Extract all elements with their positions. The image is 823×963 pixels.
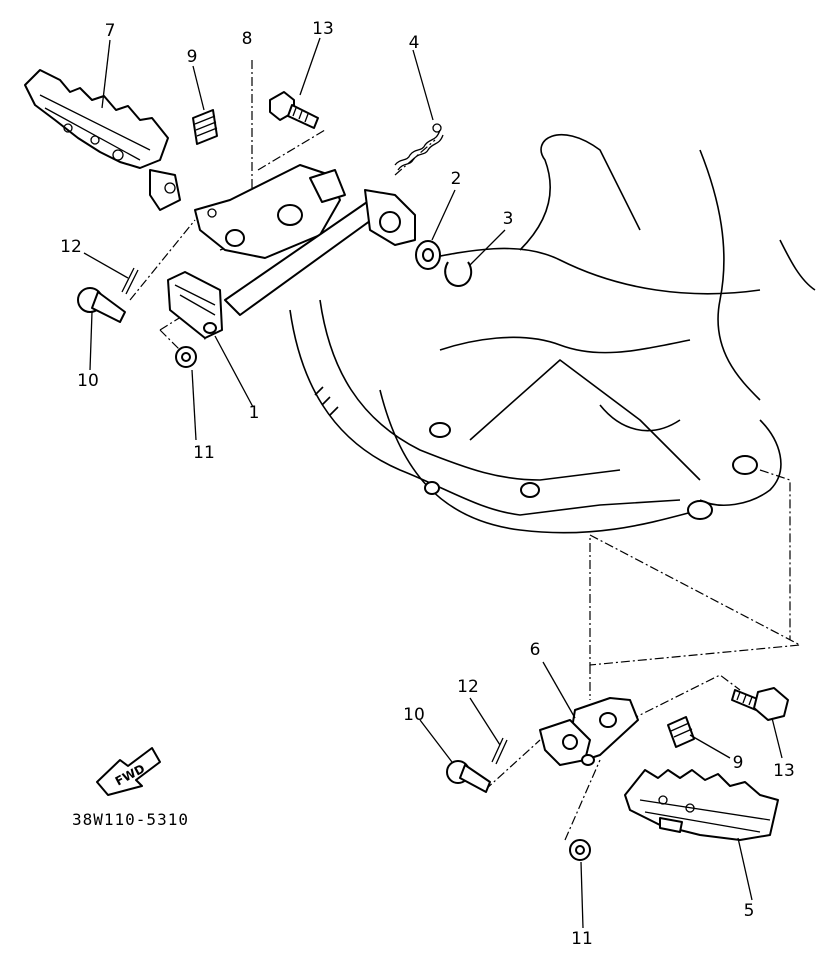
assembly-guide-lines <box>129 60 803 841</box>
callout-6: 6 <box>530 640 541 660</box>
footrest-bracket-left <box>194 164 346 259</box>
leader-lines <box>83 37 783 929</box>
callout-13-right: 13 <box>773 761 795 781</box>
callout-3: 3 <box>503 209 514 229</box>
circlip <box>444 261 473 287</box>
footrest-bracket-right <box>539 697 639 766</box>
callout-11-right: 11 <box>571 929 593 949</box>
frame-outline <box>289 133 816 534</box>
callout-4: 4 <box>409 33 420 53</box>
spring-right <box>667 716 695 748</box>
callout-5: 5 <box>744 901 755 921</box>
return-spring <box>394 123 444 171</box>
washer-left <box>175 346 197 368</box>
bolt-right <box>731 687 789 721</box>
callout-13-top: 13 <box>312 19 334 39</box>
pin-left <box>77 287 126 323</box>
callout-12-left: 12 <box>60 237 82 257</box>
cotter-pin-right <box>491 737 508 765</box>
callout-7: 7 <box>105 21 116 41</box>
part-code: 38W110-5310 <box>72 810 189 829</box>
callout-12-right: 12 <box>457 677 479 697</box>
bolt-top <box>269 91 319 129</box>
washer <box>415 240 441 270</box>
callout-8: 8 <box>242 29 253 49</box>
callout-1: 1 <box>249 403 260 423</box>
forward-arrow-badge: FWD <box>96 747 161 796</box>
callout-10-left: 10 <box>77 371 99 391</box>
callout-10-right: 10 <box>403 705 425 725</box>
callout-2: 2 <box>451 169 462 189</box>
spring-left <box>192 109 218 145</box>
cotter-pin-left <box>121 267 139 295</box>
left-footrest <box>24 69 181 211</box>
washer-right <box>569 839 591 861</box>
callout-9-top: 9 <box>187 47 198 67</box>
callout-11-left: 11 <box>193 443 215 463</box>
pin-right <box>446 760 491 793</box>
side-stand <box>167 189 416 339</box>
callouts: 7 9 8 13 4 2 3 12 10 1 11 6 12 10 9 13 5… <box>60 19 795 949</box>
right-footrest <box>624 769 779 841</box>
callout-9-right: 9 <box>733 753 744 773</box>
